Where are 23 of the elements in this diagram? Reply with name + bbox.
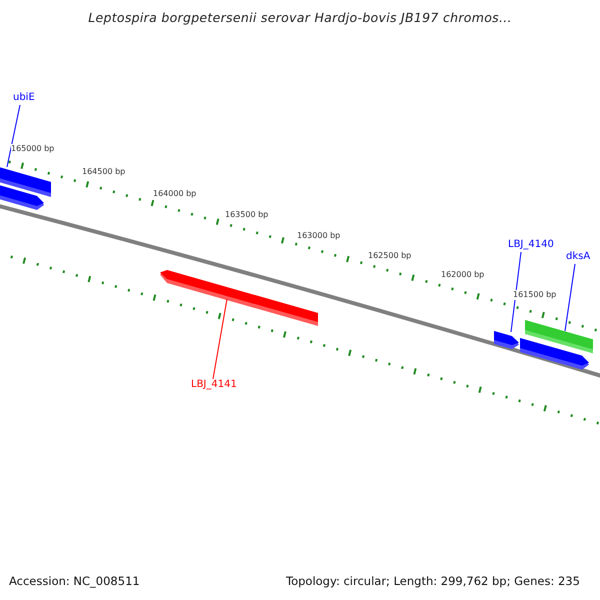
gene-label: dksA [566,251,590,263]
position-label: 161500 bp [513,290,556,300]
leader-line [6,104,20,168]
gene-feature [520,338,589,370]
gene-label: LBJ_4141 [191,379,237,391]
position-label: 162000 bp [441,270,484,280]
gene-feature [160,270,318,326]
gene-label: ubiE [13,92,35,104]
chart-title: Leptospira borgpetersenii serovar Hardjo-bovis JB197 chromos... [87,10,513,25]
leader-line [510,252,522,332]
position-label: 163500 bp [225,210,268,220]
leader-line [212,298,228,380]
position-label: 165000 bp [11,144,54,154]
position-label: 162500 bp [368,251,412,261]
position-label: 163000 bp [297,231,340,241]
gene-label: LBJ_4140 [508,239,554,251]
position-label: 164500 bp [82,167,126,177]
topology-text: Topology: circular; Length: 299,762 bp; Genes: 235 [286,575,580,589]
gene-feature [0,184,44,210]
accession-text: Accession: NC_008511 [9,575,140,589]
position-label: 164000 bp [153,189,196,199]
leader-line [564,264,576,332]
gene-feature [494,331,519,350]
